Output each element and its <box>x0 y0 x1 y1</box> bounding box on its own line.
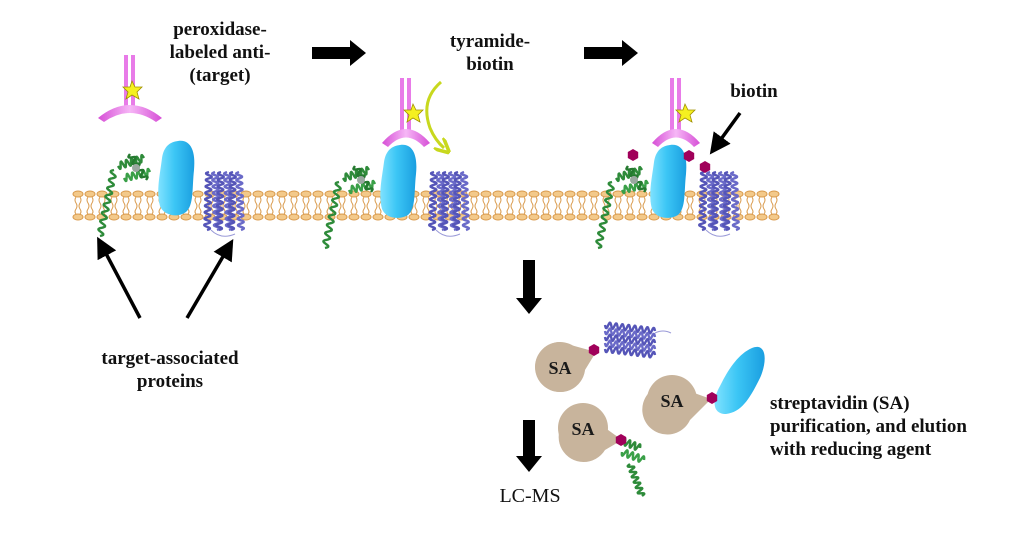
sa-label: SA <box>660 391 683 411</box>
label-purification: streptavidin (SA) purification, and elut… <box>770 392 967 461</box>
lipid-icon <box>144 190 156 221</box>
lipid-icon <box>756 190 768 221</box>
biotin-icon <box>699 161 711 173</box>
peroxidase-star-icon <box>675 102 696 123</box>
lipid-icon <box>300 190 312 221</box>
lipid-icon <box>264 190 276 221</box>
lipid-icon <box>480 190 492 221</box>
sa-label: SA <box>548 358 571 378</box>
lipid-icon <box>288 190 300 221</box>
label-peroxidase-antibody: peroxidase- labeled anti- (target) <box>150 18 290 87</box>
lipid-icon <box>192 190 204 221</box>
green-protein <box>322 165 377 250</box>
lipid-icon <box>468 190 480 221</box>
lipid-icon <box>528 190 540 221</box>
lipid-icon <box>372 190 384 221</box>
blue-protein <box>428 170 470 237</box>
step-arrow-2-icon <box>584 40 638 66</box>
lipid-icon <box>132 190 144 221</box>
panel-1 <box>97 55 245 319</box>
blue-protein <box>698 170 740 237</box>
target-protein <box>650 144 687 218</box>
label-line: streptavidin (SA) <box>770 393 910 414</box>
lipid-icon <box>348 190 360 221</box>
sa-label: SA <box>571 419 594 439</box>
lipid-icon <box>360 190 372 221</box>
label-target-associated-proteins: target-associated proteins <box>80 347 260 393</box>
biotin-icon <box>706 392 718 404</box>
target-protein <box>158 140 195 216</box>
lipid-icon <box>504 190 516 221</box>
antibody-peroxidase <box>382 78 430 147</box>
label-line: labeled anti- <box>169 42 271 63</box>
label-line: target-associated <box>101 348 239 369</box>
yellow-curved-arrow-icon <box>425 80 444 148</box>
arrow-to-blue-protein <box>185 238 234 319</box>
antibody-peroxidase <box>652 78 700 147</box>
lipid-icon <box>588 190 600 221</box>
lipid-icon <box>72 190 84 221</box>
green-protein <box>97 153 152 238</box>
peroxidase-star-icon <box>122 79 143 100</box>
lipid-icon <box>492 190 504 221</box>
lipid-icon <box>636 190 648 221</box>
peroxidase-star-icon <box>403 102 424 123</box>
sa-complex-green-protein: SA <box>558 403 646 497</box>
lipid-icon <box>744 190 756 221</box>
lipid-icon <box>516 190 528 221</box>
label-line: (target) <box>189 65 251 86</box>
green-protein <box>595 165 650 250</box>
label-line: proteins <box>136 371 204 392</box>
target-protein <box>380 144 417 218</box>
label-line: with reducing agent <box>770 439 932 460</box>
label-line: tyramide- <box>449 31 531 52</box>
target-protein <box>714 346 765 414</box>
sa-complex-blue-protein: SA <box>535 321 672 392</box>
label-biotin: biotin <box>730 81 778 102</box>
lipid-icon <box>540 190 552 221</box>
label-line: purification, and elution <box>770 416 967 437</box>
sa-complex-target-protein: SA <box>642 346 765 435</box>
panel-3 <box>595 78 742 250</box>
antibody-peroxidase <box>98 55 162 122</box>
blue-protein <box>203 170 245 237</box>
lipid-icon <box>552 190 564 221</box>
biotin-icon <box>683 150 695 162</box>
lipid-icon <box>576 190 588 221</box>
lipid-icon <box>684 190 696 221</box>
biotin-icon <box>588 344 600 356</box>
lipid-icon <box>312 190 324 221</box>
lipid-icon <box>768 190 780 221</box>
lipid-icon <box>252 190 264 221</box>
label-line: peroxidase- <box>173 19 267 40</box>
lipid-icon <box>276 190 288 221</box>
lipid-icon <box>240 190 252 221</box>
lipid-icon <box>624 190 636 221</box>
arrow-to-green-protein <box>97 236 142 319</box>
step-arrow-1-icon <box>312 40 366 66</box>
label-lc-ms: LC-MS <box>499 485 561 507</box>
biotin-icon <box>615 434 627 446</box>
lipid-icon <box>612 190 624 221</box>
label-line: biotin <box>466 54 514 75</box>
label-tyramide-biotin: tyramide- biotin <box>440 30 540 76</box>
lipid-icon <box>564 190 576 221</box>
down-arrow-1-icon <box>516 260 542 314</box>
down-arrow-2-icon <box>516 420 542 472</box>
panel-2 <box>322 78 470 250</box>
biotin-icon <box>627 149 639 161</box>
lipid-icon <box>120 190 132 221</box>
lipid-icon <box>84 190 96 221</box>
biotin-pointer-arrow <box>709 111 742 155</box>
